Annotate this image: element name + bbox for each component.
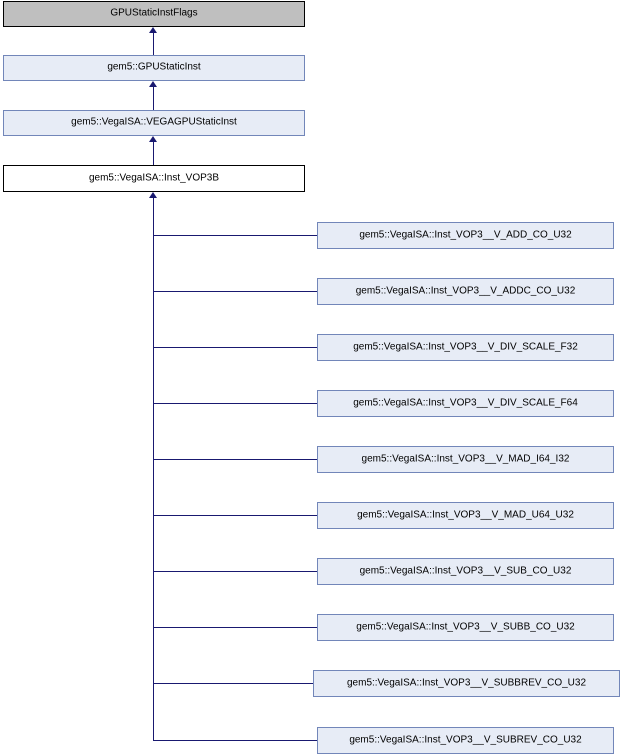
edge-branch-v-subbrev-co-u32 (153, 683, 313, 684)
edge-derived-trunk (153, 198, 154, 741)
edge-branch-v-add-co-u32 (153, 235, 317, 236)
class-node-label: GPUStaticInstFlags (110, 7, 198, 19)
edge-branch-v-div-scale-f64 (153, 403, 317, 404)
class-node-gem5-vegaisa-inst-vop3b[interactable]: gem5::VegaISA::Inst_VOP3B (3, 165, 305, 192)
class-node-label: gem5::VegaISA::Inst_VOP3__V_MAD_I64_I32 (361, 453, 570, 464)
class-node-label: gem5::VegaISA::Inst_VOP3__V_SUB_CO_U32 (359, 565, 572, 576)
class-node-label: gem5::VegaISA::Inst_VOP3__V_SUBREV_CO_U3… (349, 734, 582, 745)
class-node-v-div-scale-f32[interactable]: gem5::VegaISA::Inst_VOP3__V_DIV_SCALE_F3… (317, 334, 614, 361)
arrow-head-to-inst-vop3b (149, 192, 157, 198)
class-node-label: gem5::VegaISA::Inst_VOP3__V_SUBB_CO_U32 (356, 621, 575, 632)
class-node-label: gem5::VegaISA::Inst_VOP3__V_ADDC_CO_U32 (355, 285, 576, 296)
edge-branch-v-mad-i64-i32 (153, 459, 317, 460)
class-node-v-subbrev-co-u32[interactable]: gem5::VegaISA::Inst_VOP3__V_SUBBREV_CO_U… (313, 670, 620, 697)
class-node-v-mad-i64-i32[interactable]: gem5::VegaISA::Inst_VOP3__V_MAD_I64_I32 (317, 446, 614, 473)
class-node-label: gem5::VegaISA::VEGAGPUStaticInst (71, 116, 237, 128)
class-node-v-addc-co-u32[interactable]: gem5::VegaISA::Inst_VOP3__V_ADDC_CO_U32 (317, 278, 614, 305)
class-node-label: gem5::GPUStaticInst (107, 61, 201, 73)
edge-branch-v-div-scale-f32 (153, 347, 317, 348)
edge-vegagpustaticinst-to-gpustaticinst (153, 87, 154, 110)
class-node-gpu-static-inst-flags[interactable]: GPUStaticInstFlags (3, 1, 305, 27)
edge-branch-v-mad-u64-u32 (153, 515, 317, 516)
class-node-gem5-vegaisa-vegagpustaticinst[interactable]: gem5::VegaISA::VEGAGPUStaticInst (3, 110, 305, 136)
class-node-gem5-gpu-static-inst[interactable]: gem5::GPUStaticInst (3, 55, 305, 81)
class-node-label: gem5::VegaISA::Inst_VOP3__V_MAD_U64_U32 (357, 509, 574, 520)
edge-branch-v-subb-co-u32 (153, 627, 317, 628)
edge-branch-v-sub-co-u32 (153, 571, 317, 572)
edge-branch-v-addc-co-u32 (153, 291, 317, 292)
class-node-label: gem5::VegaISA::Inst_VOP3__V_SUBBREV_CO_U… (346, 677, 587, 688)
class-node-v-add-co-u32[interactable]: gem5::VegaISA::Inst_VOP3__V_ADD_CO_U32 (317, 222, 614, 249)
class-node-label: gem5::VegaISA::Inst_VOP3B (88, 172, 220, 183)
class-node-v-div-scale-f64[interactable]: gem5::VegaISA::Inst_VOP3__V_DIV_SCALE_F6… (317, 390, 614, 417)
arrow-head-to-vegagpustaticinst (149, 136, 157, 142)
class-node-v-subrev-co-u32[interactable]: gem5::VegaISA::Inst_VOP3__V_SUBREV_CO_U3… (317, 727, 614, 754)
arrow-head-to-gpustaticinst (149, 81, 157, 87)
edge-gpustaticinst-to-flags (153, 33, 154, 55)
arrow-head-to-flags (149, 27, 157, 33)
edge-inst-vop3b-to-vegagpustaticinst (153, 142, 154, 165)
class-node-label: gem5::VegaISA::Inst_VOP3__V_ADD_CO_U32 (359, 229, 572, 240)
class-node-v-mad-u64-u32[interactable]: gem5::VegaISA::Inst_VOP3__V_MAD_U64_U32 (317, 502, 614, 529)
class-node-label: gem5::VegaISA::Inst_VOP3__V_DIV_SCALE_F3… (353, 341, 578, 352)
edge-branch-v-subrev-co-u32 (153, 740, 317, 741)
class-node-v-subb-co-u32[interactable]: gem5::VegaISA::Inst_VOP3__V_SUBB_CO_U32 (317, 614, 614, 641)
class-node-label: gem5::VegaISA::Inst_VOP3__V_DIV_SCALE_F6… (353, 397, 578, 408)
class-node-v-sub-co-u32[interactable]: gem5::VegaISA::Inst_VOP3__V_SUB_CO_U32 (317, 558, 614, 585)
